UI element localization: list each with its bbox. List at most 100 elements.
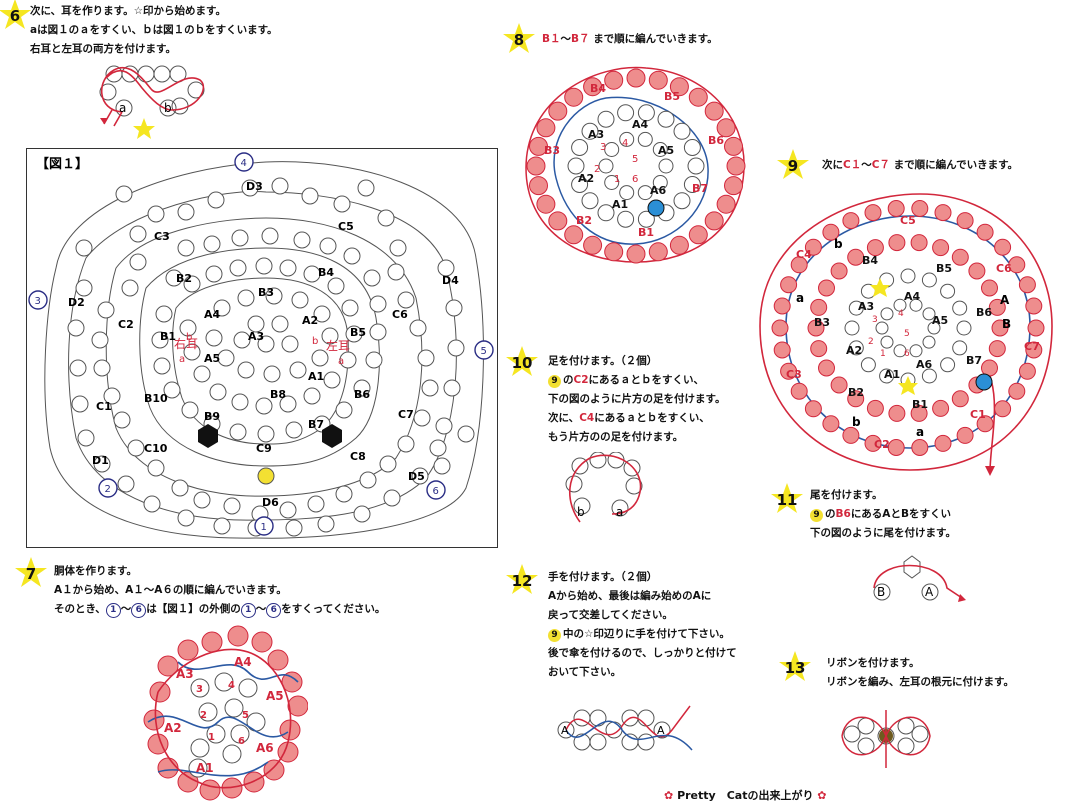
figure-1-label: A3 <box>248 330 264 343</box>
white-bead <box>922 307 936 321</box>
red-bead <box>988 340 1006 358</box>
bead <box>93 455 111 473</box>
figure-1-label: A2 <box>302 314 318 327</box>
red-bead <box>267 649 289 671</box>
white-bead <box>190 678 210 698</box>
red-bead <box>716 194 736 214</box>
inner-number: 1 <box>614 174 620 185</box>
red-bead <box>548 101 568 121</box>
red-bead <box>724 176 743 196</box>
bead <box>291 291 309 309</box>
step-12-line-5: 後で傘を付けるので、しっかりと付けて <box>548 647 737 659</box>
red-bead <box>564 87 584 107</box>
step-13-line-1: リボンを付けます。 <box>826 657 920 669</box>
step-number: 10 <box>511 354 533 372</box>
bead <box>421 379 439 397</box>
inner-number: 6 <box>904 349 910 359</box>
red-bead <box>669 235 689 255</box>
red-bead <box>201 631 223 653</box>
red-bead <box>1008 382 1026 400</box>
step-11-2c: にあるAとBをすくい <box>850 508 951 520</box>
bead <box>317 515 335 533</box>
white-bead <box>673 122 691 140</box>
ref-badge: 9 <box>548 629 561 642</box>
white-bead <box>860 357 876 373</box>
red-bead <box>773 341 791 359</box>
step7-label: A2 <box>164 721 182 735</box>
bead <box>369 323 387 341</box>
bead <box>359 471 377 489</box>
step-12-line-3: 戻って交差してください。 <box>548 609 673 621</box>
red-bead <box>227 625 249 647</box>
bead <box>69 359 87 377</box>
red-bead <box>790 256 808 274</box>
bead <box>397 291 415 309</box>
step-10-line-4: 次に、C4にあるａとｂをすくい、 <box>548 409 725 428</box>
inner-number: 4 <box>622 138 628 149</box>
white-bead <box>224 698 244 718</box>
step-11-line-3: 下の図のように尾を付けます。 <box>810 527 956 539</box>
bead <box>179 319 197 337</box>
step-7-line-1: 胴体を作ります。 <box>54 565 137 577</box>
ear-label-a: a <box>119 101 126 115</box>
figure-1-label: D1 <box>92 454 109 467</box>
bead <box>143 495 161 513</box>
figure-1-label: D2 <box>68 296 85 309</box>
bead <box>261 227 279 245</box>
step8-label: B5 <box>664 90 680 103</box>
red-bead <box>526 156 546 176</box>
red-bead <box>790 382 808 400</box>
white-bead <box>844 320 860 336</box>
step9-label: C5 <box>900 214 916 227</box>
step-6-line-3: 右耳と左耳の両方を付けます。 <box>30 43 176 55</box>
red-bead <box>771 319 789 337</box>
bead <box>321 327 339 345</box>
bead <box>311 349 329 367</box>
hexagon-marker <box>322 424 342 448</box>
red-bead <box>157 757 179 779</box>
white-bead <box>246 712 266 732</box>
white-bead <box>922 335 936 349</box>
red-bead <box>583 235 603 255</box>
bead <box>229 259 247 277</box>
red-bead <box>626 68 646 88</box>
arm-diagram: A A <box>557 705 693 751</box>
red-bead <box>263 759 285 781</box>
red-bead <box>822 415 840 433</box>
yellow-start-bead <box>257 467 275 485</box>
red-bead <box>804 400 822 418</box>
step-6-line-2: aは図１のａをすくい、ｂは図１のｂをすくいます。 <box>30 24 278 36</box>
numbered-marker-label: 5 <box>481 346 487 357</box>
figure-1-label: B6 <box>354 388 370 401</box>
inner-number: 1 <box>208 732 215 743</box>
red-bead <box>842 212 860 230</box>
star-icon <box>777 149 809 179</box>
red-bead <box>910 234 928 252</box>
figure-1-label: B9 <box>204 410 220 423</box>
figure-1-label: C5 <box>338 220 354 233</box>
figure-1-label: C10 <box>144 442 168 455</box>
star-icon <box>506 564 538 594</box>
bead <box>147 205 165 223</box>
red-bead <box>704 211 724 231</box>
footer-caption: ✿ Pretty Catの出来上がり ✿ <box>664 786 827 805</box>
white-bead <box>658 158 674 174</box>
bead <box>387 263 405 281</box>
bead <box>397 435 415 453</box>
red-bead <box>536 118 556 138</box>
red-bead <box>807 319 825 337</box>
bead <box>121 279 139 297</box>
bead <box>379 455 397 473</box>
red-bead <box>888 234 906 252</box>
c1-label: C１ <box>843 159 862 171</box>
white-bead <box>206 724 226 744</box>
step-12-text: 手を付けます。（２個） Aから始め、最後は編み始めのAに 戻って交差してください… <box>548 568 737 682</box>
figure-1-label: D6 <box>262 496 279 509</box>
bead <box>241 179 259 197</box>
white-bead <box>222 744 242 764</box>
inner-number: 1 <box>880 349 886 359</box>
bead <box>115 185 133 203</box>
bead <box>353 505 371 523</box>
red-bead <box>583 77 603 97</box>
